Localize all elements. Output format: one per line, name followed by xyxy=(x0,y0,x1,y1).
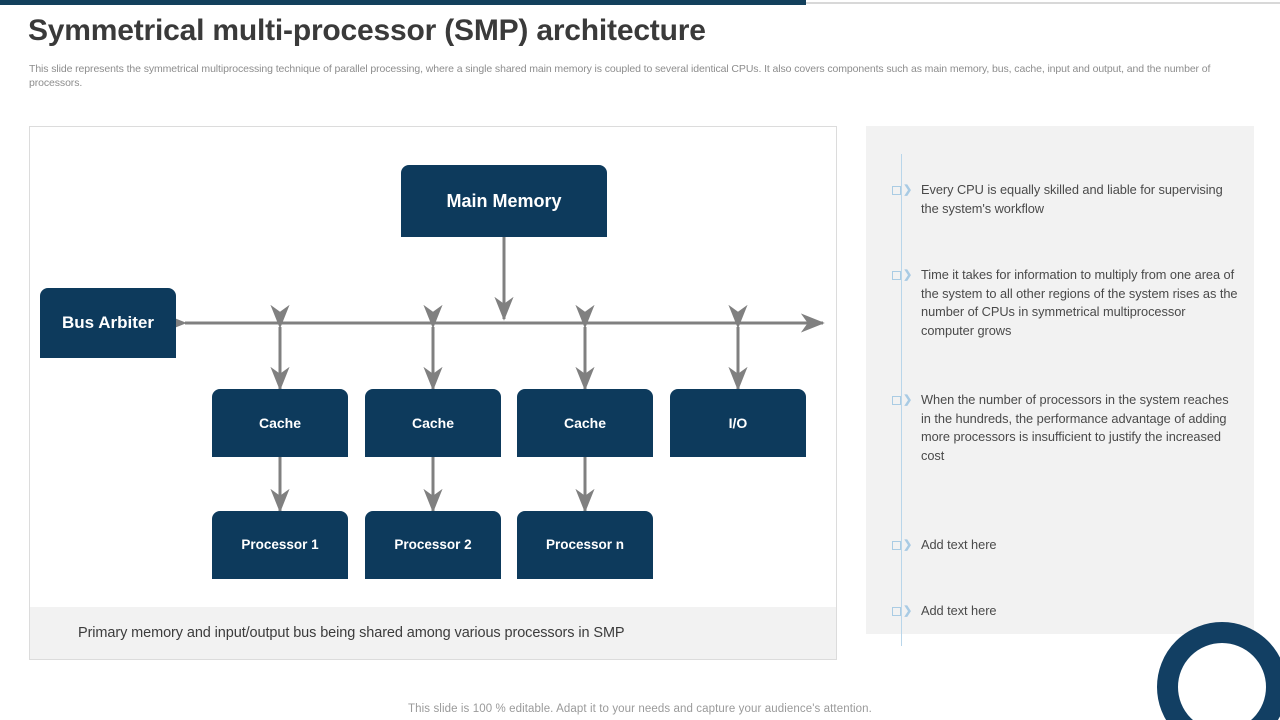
footer-note: This slide is 100 % editable. Adapt it t… xyxy=(408,703,872,715)
list-item[interactable]: ❯ When the number of processors in the s… xyxy=(892,391,1240,465)
node-io[interactable]: I/O xyxy=(670,389,806,457)
node-main-memory[interactable]: Main Memory xyxy=(401,165,607,237)
bullet-chevron-icon: ❯ xyxy=(892,394,914,408)
bullets-panel: ❯ Every CPU is equally skilled and liabl… xyxy=(866,126,1254,646)
node-processor-2[interactable]: Processor 2 xyxy=(365,511,501,579)
bullet-chevron-icon: ❯ xyxy=(892,605,914,619)
list-item-text: Add text here xyxy=(921,537,997,552)
diagram-panel: Main Memory Bus Arbiter Cache Cache Cach… xyxy=(29,126,837,660)
top-accent-bar xyxy=(0,0,806,5)
node-cache-3[interactable]: Cache xyxy=(517,389,653,457)
list-item-text: Time it takes for information to multipl… xyxy=(921,267,1238,338)
node-processor-n[interactable]: Processor n xyxy=(517,511,653,579)
node-processor-1[interactable]: Processor 1 xyxy=(212,511,348,579)
node-bus-arbiter-label: Bus Arbiter xyxy=(62,313,154,333)
list-item[interactable]: ❯ Every CPU is equally skilled and liabl… xyxy=(892,181,1240,218)
node-cache-2-label: Cache xyxy=(411,414,455,431)
node-cache-1-label: Cache xyxy=(258,414,302,431)
list-item[interactable]: ❯ Add text here xyxy=(892,602,1240,621)
node-processor-1-label: Processor 1 xyxy=(241,537,319,553)
node-bus-arbiter[interactable]: Bus Arbiter xyxy=(40,288,176,358)
bullet-chevron-icon: ❯ xyxy=(892,539,914,553)
diagram-caption-text: Primary memory and input/output bus bein… xyxy=(78,625,625,641)
node-cache-3-label: Cache xyxy=(563,414,607,431)
list-item[interactable]: ❯ Time it takes for information to multi… xyxy=(892,266,1240,340)
list-item[interactable]: ❯ Add text here xyxy=(892,536,1240,555)
list-item-text: Add text here xyxy=(921,603,997,618)
node-main-memory-label: Main Memory xyxy=(446,190,562,211)
list-item-text: When the number of processors in the sys… xyxy=(921,392,1229,463)
bullet-chevron-icon: ❯ xyxy=(892,269,914,283)
node-cache-2[interactable]: Cache xyxy=(365,389,501,457)
bullet-chevron-icon: ❯ xyxy=(892,184,914,198)
node-io-label: I/O xyxy=(728,414,748,431)
top-accent-line xyxy=(806,2,1280,4)
bullets-rail xyxy=(901,154,902,646)
page-title: Symmetrical multi-processor (SMP) archit… xyxy=(28,14,706,47)
page-subtitle: This slide represents the symmetrical mu… xyxy=(29,63,1211,89)
diagram-caption: Primary memory and input/output bus bein… xyxy=(30,607,836,659)
node-cache-1[interactable]: Cache xyxy=(212,389,348,457)
node-processor-2-label: Processor 2 xyxy=(394,537,472,553)
list-item-text: Every CPU is equally skilled and liable … xyxy=(921,182,1223,216)
node-processor-n-label: Processor n xyxy=(545,537,625,553)
